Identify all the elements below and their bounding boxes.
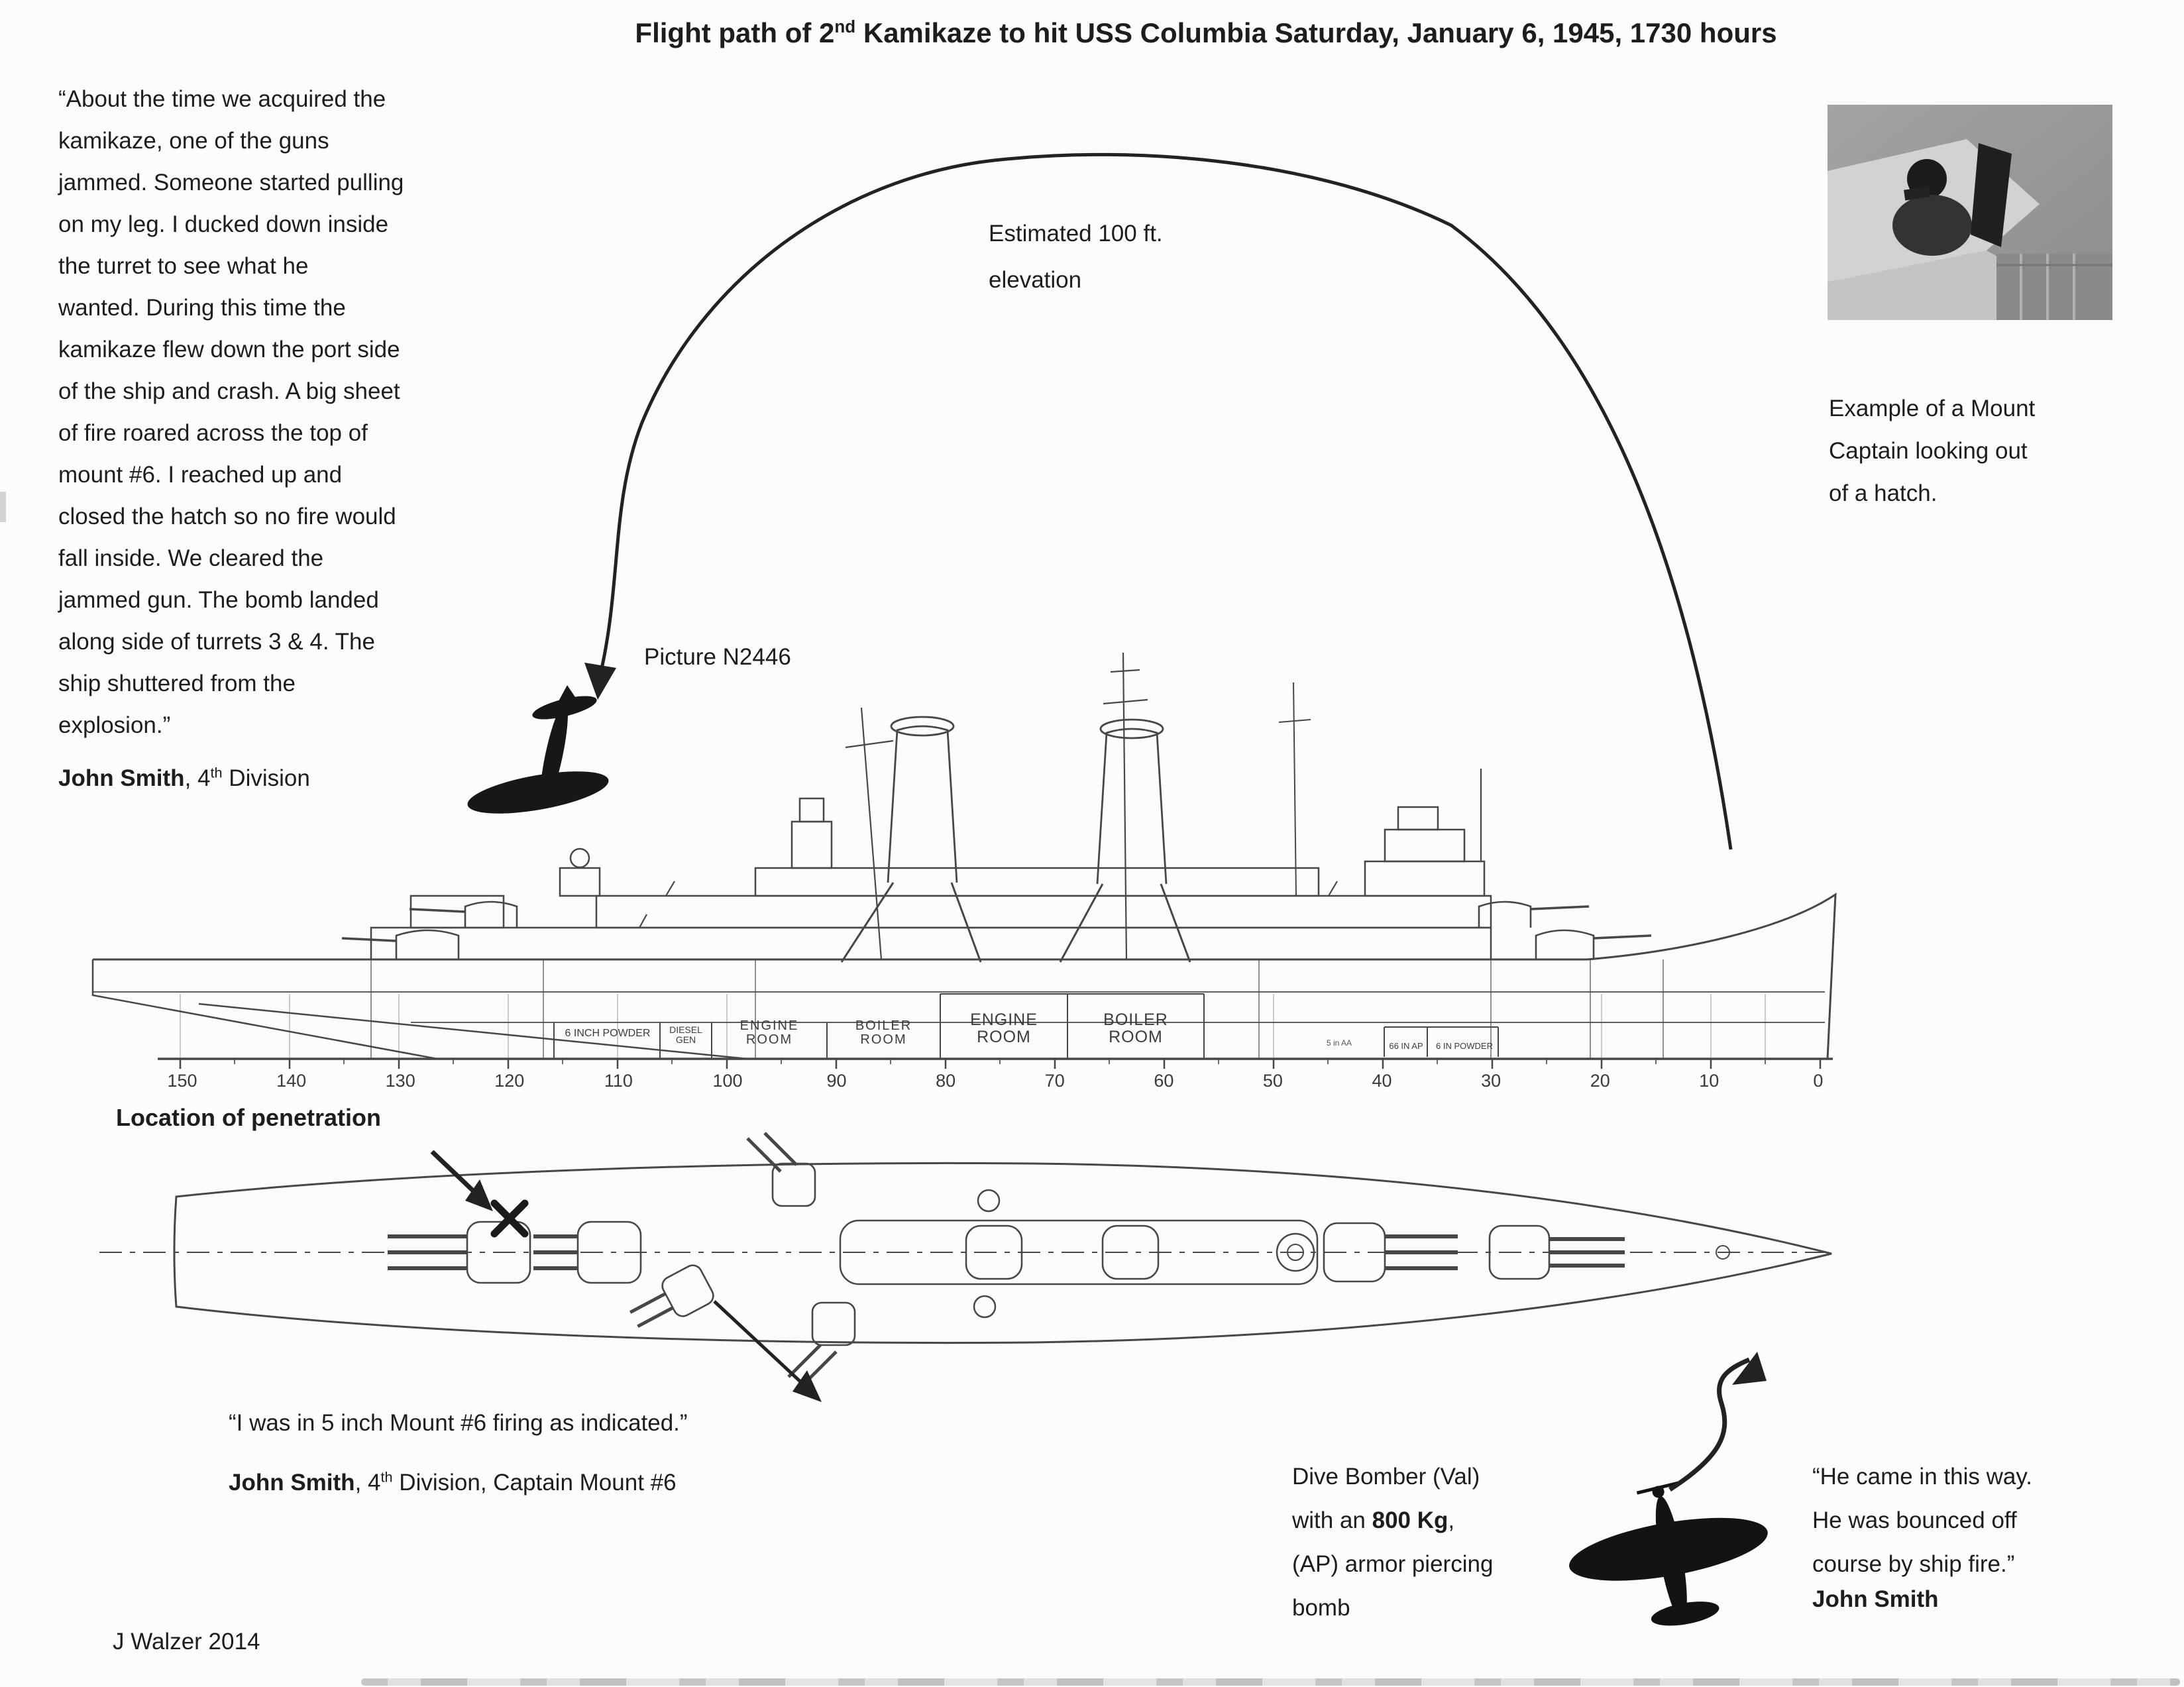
frame-number: 20 [1590,1071,1610,1091]
author-credit: J Walzer 2014 [113,1629,260,1655]
mount-captain-photo [1828,105,2112,320]
frame-number: 70 [1044,1071,1065,1091]
funnel-aft [840,716,982,963]
kamikaze-plane-icon [467,685,609,814]
penetration-arrow [430,1150,493,1211]
frame-number: 10 [1699,1071,1720,1091]
photo-caption: Example of a Mount Captain looking out o… [1829,396,2036,506]
compartment-label-engine-room-2: ENGINE ROOM [970,1010,1038,1047]
five-inch-mount-port [746,1132,816,1207]
compartment-label-6-inch-powder: 6 INCH POWDER [565,1028,651,1039]
frame-number: 140 [276,1071,307,1091]
mount-quote-line: “I was in 5 inch Mount #6 firing as indi… [229,1410,688,1436]
penetration-label: Location of penetration [116,1104,381,1131]
mount-quote-attribution: John Smith, 4th Division, Captain Mount … [229,1468,677,1496]
left-quote-attribution: John Smith, 4th Division [58,764,310,791]
compartment-label-5in-aa: 5 in AA [1326,1038,1352,1048]
compartment-label-boiler-room-2: BOILER ROOM [1103,1010,1168,1047]
ship-side-profile [91,652,1837,1069]
scanner-mark [0,492,6,522]
mount-indicator-arrow [713,1300,822,1402]
captain-silhouette [1892,159,1972,256]
five-inch-mount-stbd [787,1301,856,1384]
compartment-label-boiler-room-1: BOILER ROOM [855,1018,912,1047]
frame-number: 0 [1813,1071,1824,1091]
page-title: Flight path of 2nd Kamikaze to hit USS C… [635,17,1777,48]
frame-number: 40 [1372,1071,1392,1091]
frame-number: 30 [1481,1071,1502,1091]
ship-top-view [99,1132,1832,1384]
frame-number: 150 [167,1071,197,1091]
compartment-label-6-in-powder: 6 IN POWDER [1436,1041,1493,1051]
left-quote-text: “About the time we acquired the kamikaze… [58,86,404,738]
right-quote-text: “He came in this way. He was bounced off… [1812,1464,2032,1577]
compartment-label-diesel-gen: DIESEL GEN [669,1024,702,1045]
val-bomber-icon [1569,1481,1768,1626]
elevation-label: Estimated 100 ft. elevation [989,221,1163,293]
penetration-x-mark [490,1199,529,1238]
frame-number: 110 [604,1071,633,1091]
right-quote-attribution: John Smith [1812,1586,1939,1612]
hatch-lid [1971,143,2012,247]
bounce-path-arrow [1668,1352,1767,1492]
dive-bomber-label: Dive Bomber (Val) with an 800 Kg, (AP) a… [1292,1464,1494,1621]
frame-number: 50 [1262,1071,1283,1091]
funnel-fore [1059,718,1191,963]
frame-number: 90 [826,1071,847,1091]
five-inch-mount-6 [629,1264,714,1328]
scanner-smudge [361,1678,2180,1686]
frame-number: 120 [494,1071,525,1091]
frame-number: 60 [1154,1071,1174,1091]
compartment-label-engine-room-1: ENGINE ROOM [739,1018,799,1047]
compartment-label-6in-ap: 66 IN AP [1389,1041,1423,1051]
frame-number: 80 [936,1071,956,1091]
frame-number: 130 [385,1071,415,1091]
frame-number: 100 [712,1071,743,1091]
picture-number-label: Picture N2446 [644,644,791,670]
flight-path-arrow [584,152,1733,850]
